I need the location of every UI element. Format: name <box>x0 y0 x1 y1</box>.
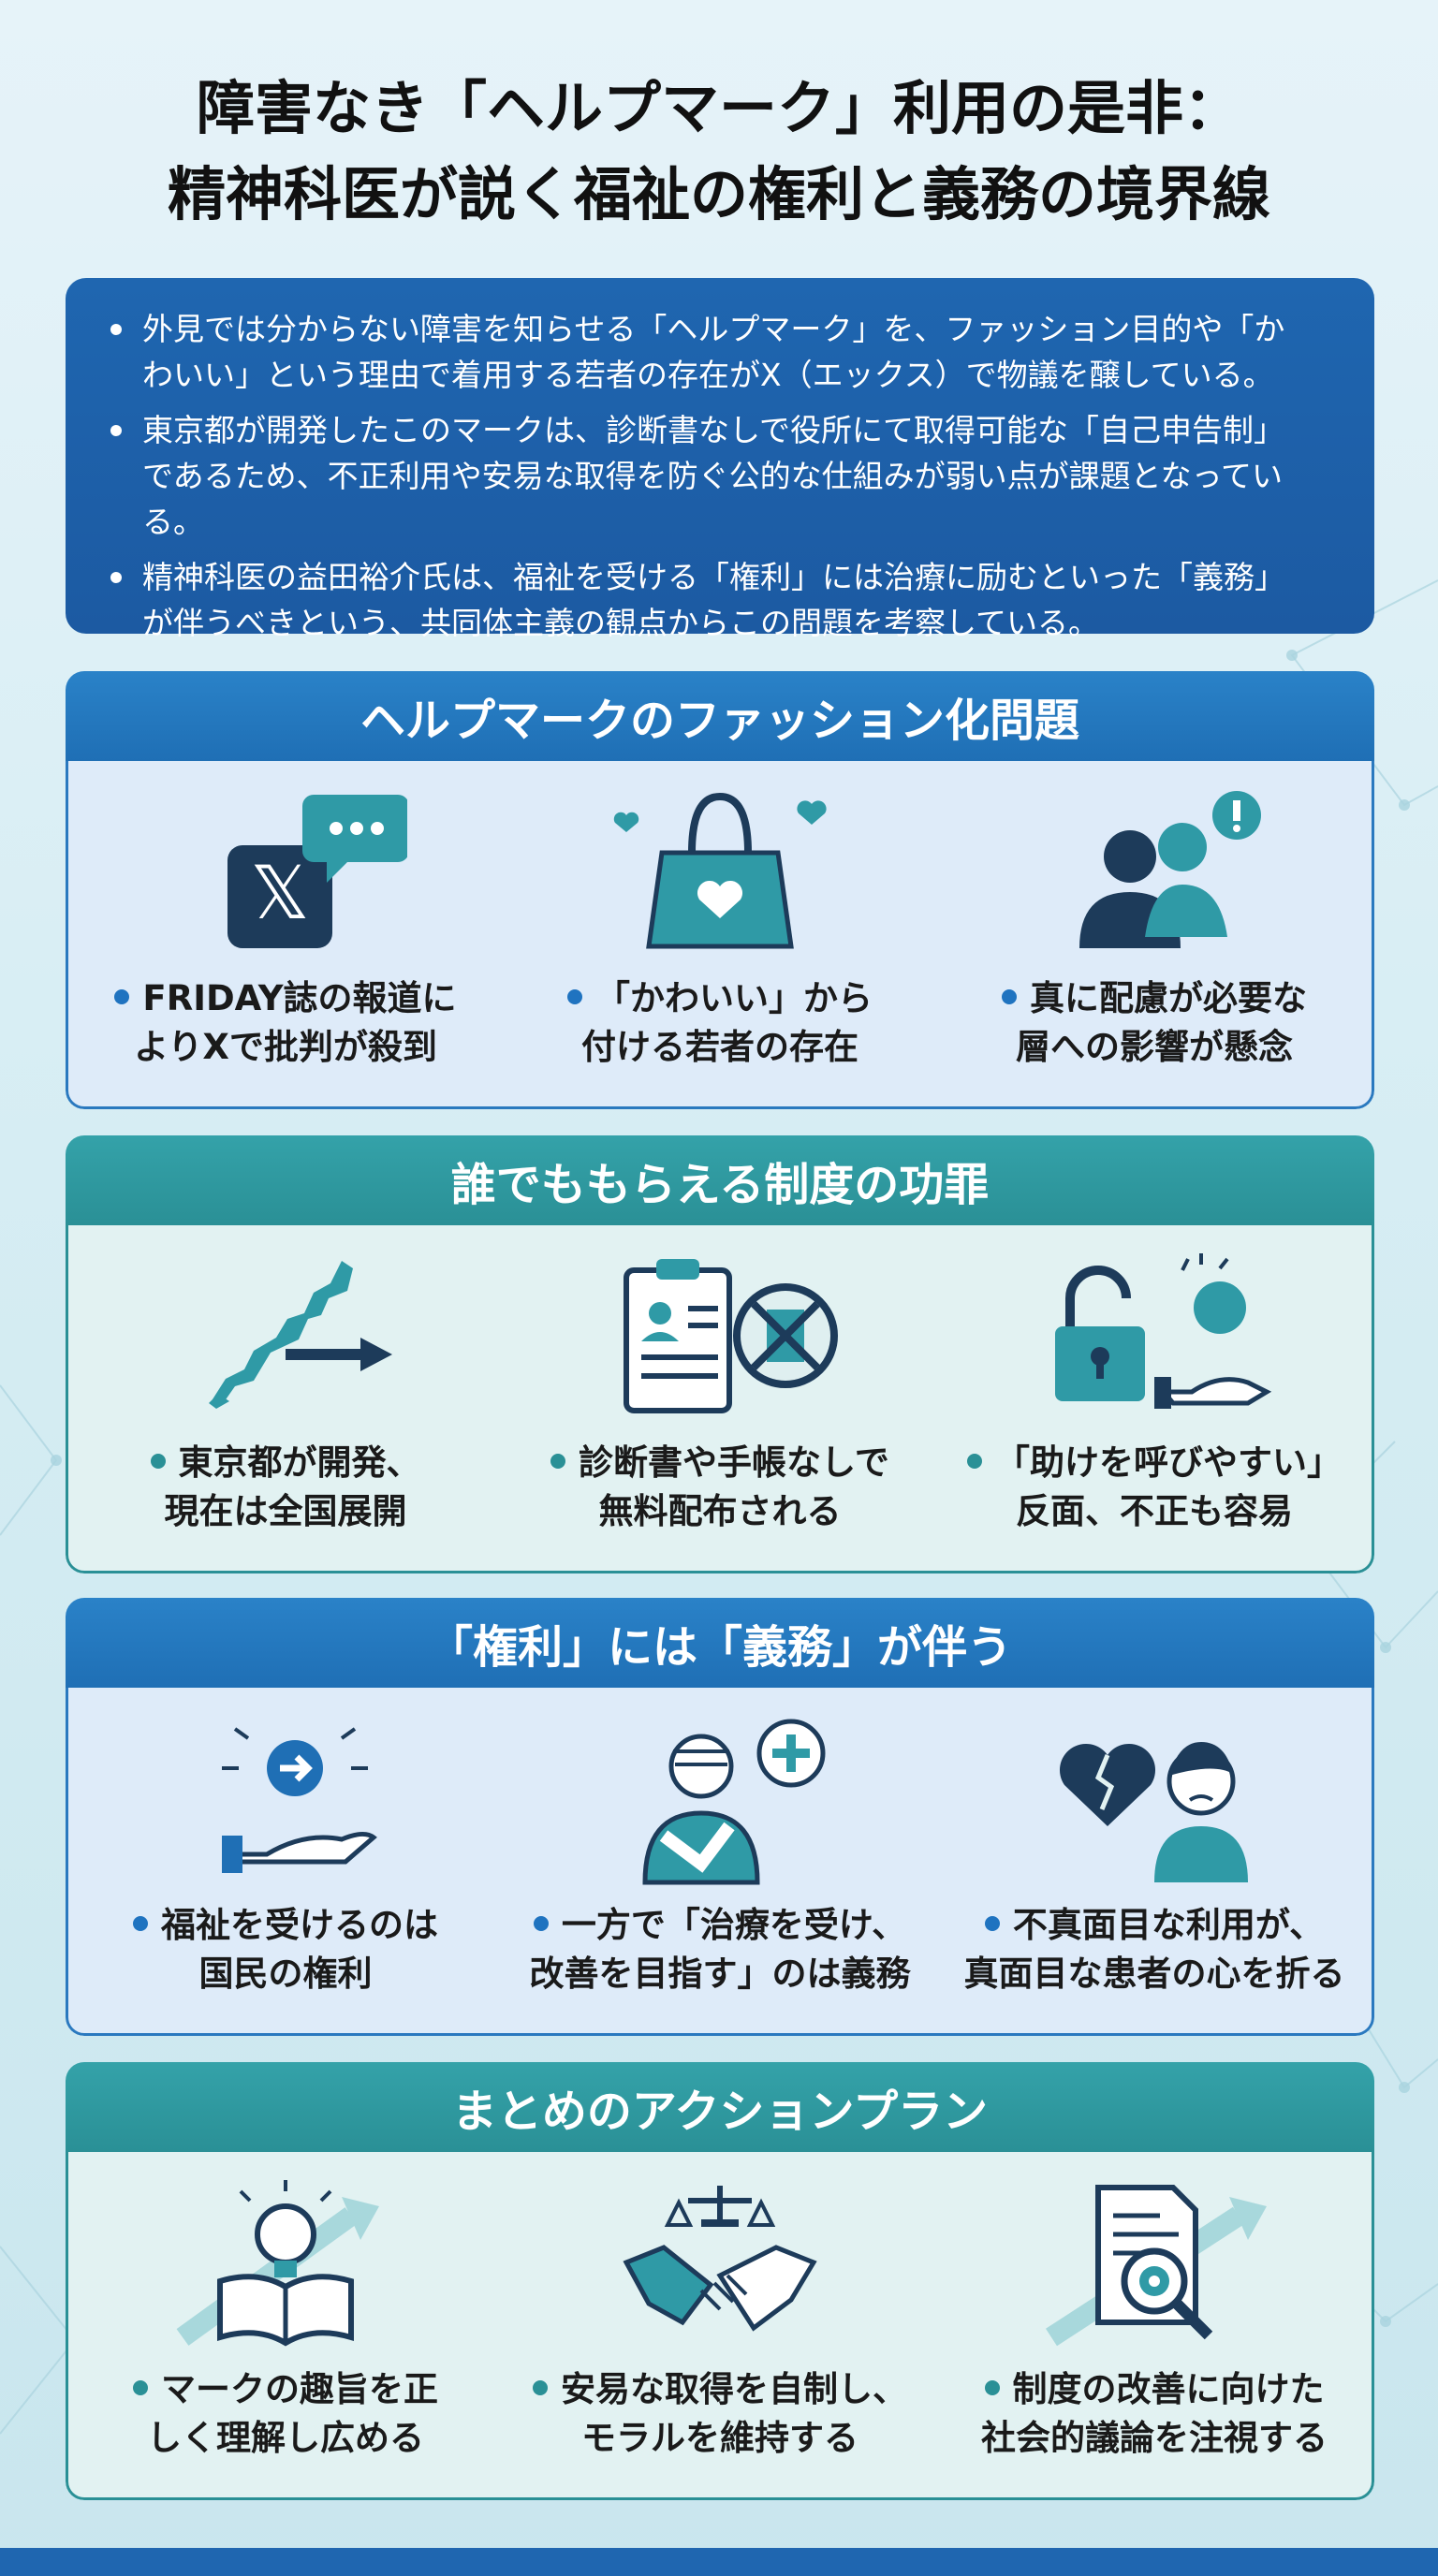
section-item: 東京都が開発、 現在は全国展開 <box>68 1225 503 1571</box>
section-title: 誰でももらえる制度の功罪 <box>66 1135 1374 1225</box>
lightbulb-book-icon <box>176 2180 379 2347</box>
japan-map-arrow-icon <box>209 1261 392 1409</box>
broken-heart-sad-person-icon <box>1059 1742 1248 1882</box>
section-fashion-issue: ヘルプマークのファッション化問題 𝕏 FRIDAY誌の報道に よりXで批判が殺到 <box>66 671 1374 1109</box>
section-item: 制度の改善に向けた 社会的議論を注視する <box>937 2152 1372 2497</box>
section-item: 一方で「治療を受け、 改善を目指す」のは義務 <box>503 1688 937 2033</box>
section-item: 𝕏 FRIDAY誌の報道に よりXで批判が殺到 <box>68 761 503 1106</box>
svg-text:𝕏: 𝕏 <box>251 852 310 936</box>
page-title: 障害なき「ヘルプマーク」利用の是非： 精神科医が説く福祉の権利と義務の境界線 <box>0 66 1438 238</box>
summary-bullet: 精神科医の益田裕介氏は、福祉を受ける「権利」には治療に励むといった「義務」 が伴… <box>103 554 1337 646</box>
section-title: まとめのアクションプラン <box>66 2062 1374 2152</box>
people-alert-icon <box>1079 791 1261 948</box>
x-logo-chat-icon: 𝕏 <box>227 795 407 948</box>
footer-bar <box>0 2548 1438 2576</box>
section-title: ヘルプマークのファッション化問題 <box>66 671 1374 761</box>
section-item: マークの趣旨を正 しく理解し広める <box>68 2152 503 2497</box>
section-item: 不真面目な利用が、 真面目な患者の心を折る <box>937 1688 1372 2033</box>
section-rights-duties: 「権利」には「義務」が伴う 福祉を受けるのは 国民の権利 <box>66 1598 1374 2036</box>
summary-bullet: 東京都が開発したこのマークは、診断書なしで役所にて取得可能な「自己申告制」 であ… <box>103 407 1337 545</box>
section-item: 安易な取得を自制し、 モラルを維持する <box>503 2152 937 2497</box>
handshake-scales-icon <box>623 2186 817 2332</box>
section-system-pros-cons: 誰でももらえる制度の功罪 東京都が開発、 現在は全国展開 <box>66 1135 1374 1573</box>
section-title: 「権利」には「義務」が伴う <box>66 1598 1374 1688</box>
unlocked-padlock-hand-icon <box>1055 1253 1272 1409</box>
page-title-line-1: 障害なき「ヘルプマーク」利用の是非： <box>196 74 1241 142</box>
page-title-line-2: 精神科医が説く福祉の権利と義務の境界線 <box>167 160 1270 228</box>
section-item: 診断書や手帳なしで 無料配布される <box>503 1225 937 1571</box>
section-action-plan: まとめのアクションプラン マークの趣旨を正 しく理解し広める <box>66 2062 1374 2500</box>
hand-arrow-icon <box>222 1727 377 1873</box>
clipboard-no-document-icon <box>624 1259 838 1413</box>
section-item: 「助けを呼びやすい」 反面、不正も容易 <box>937 1225 1372 1571</box>
document-magnifier-gear-icon <box>1046 2185 1267 2347</box>
summary-bullet: 外見では分からない障害を知らせる「ヘルプマーク」を、ファッション目的や「か わい… <box>103 306 1337 398</box>
section-item: 真に配慮が必要な 層への影響が懸念 <box>937 761 1372 1106</box>
handbag-heart-icon <box>613 792 827 949</box>
section-item: 「かわいい」から 付ける若者の存在 <box>503 761 937 1106</box>
summary-box: 外見では分からない障害を知らせる「ヘルプマーク」を、ファッション目的や「か わい… <box>66 278 1374 641</box>
patient-medical-cross-icon <box>642 1719 826 1885</box>
section-item: 福祉を受けるのは 国民の権利 <box>68 1688 503 2033</box>
